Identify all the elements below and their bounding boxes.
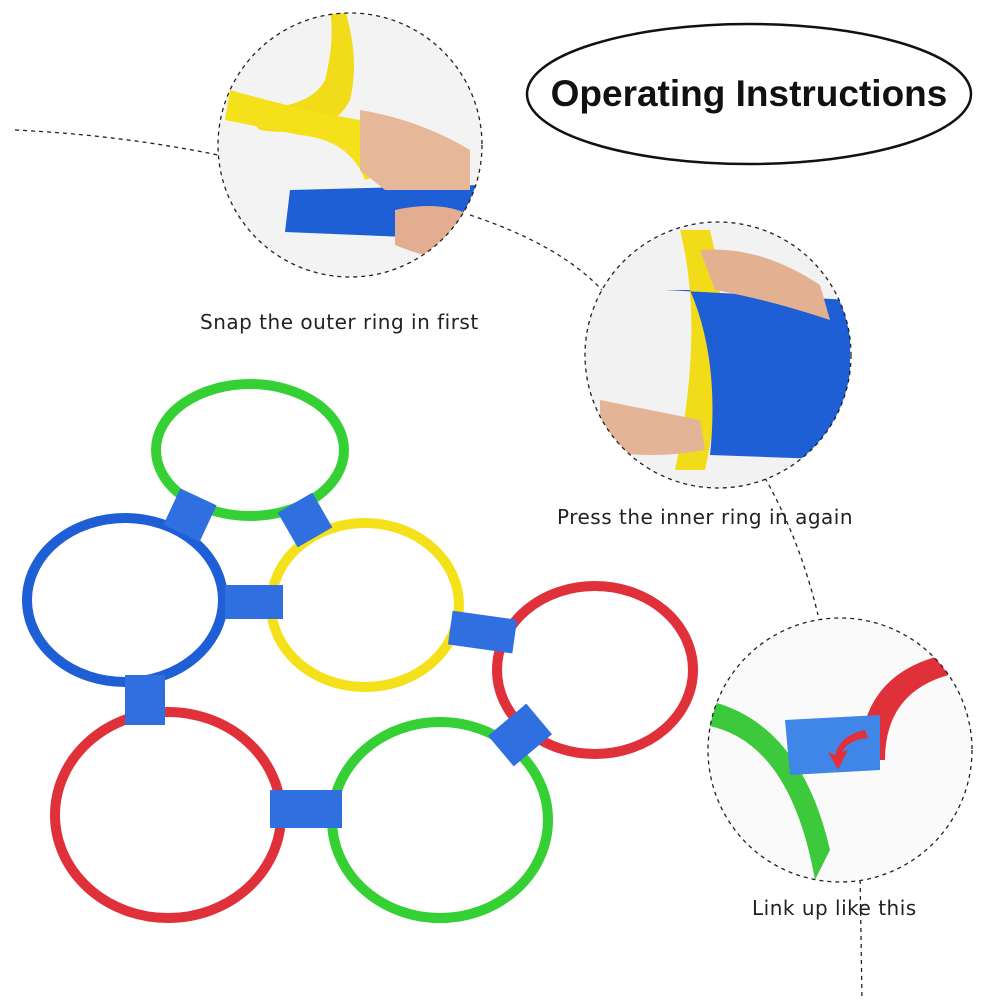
hand	[360, 110, 470, 190]
step3-caption: Link up like this	[752, 896, 917, 920]
page-title: Operating Instructions	[550, 73, 948, 114]
leader-lines	[14, 129, 863, 1000]
connectors	[125, 488, 553, 828]
yellow-ring-piece	[240, 13, 354, 132]
connector	[277, 492, 333, 548]
step1-caption: Snap the outer ring in first	[200, 310, 479, 334]
ring-yellow	[266, 518, 464, 692]
ring-blue	[22, 513, 228, 687]
step1-photo	[217, 12, 483, 278]
connector	[447, 610, 518, 654]
ring-red-right	[492, 581, 698, 759]
connector	[163, 488, 217, 542]
blue-connector	[785, 715, 880, 775]
connector	[225, 585, 283, 619]
connector	[270, 790, 342, 828]
connector	[487, 703, 553, 767]
green-ring-piece	[708, 700, 830, 880]
title-ellipse	[525, 22, 973, 166]
step2-caption: Press the inner ring in again	[557, 505, 854, 529]
step3-photo	[707, 617, 973, 883]
arrow-icon	[828, 730, 868, 770]
hand	[700, 249, 830, 320]
assembled-rings	[22, 379, 698, 923]
blue-connector	[665, 290, 850, 460]
ring-green-top	[151, 379, 349, 521]
ring-red-bottom	[50, 707, 286, 923]
step2-photo	[584, 221, 852, 489]
yellow-ring-piece	[675, 230, 722, 470]
connector	[125, 675, 165, 725]
